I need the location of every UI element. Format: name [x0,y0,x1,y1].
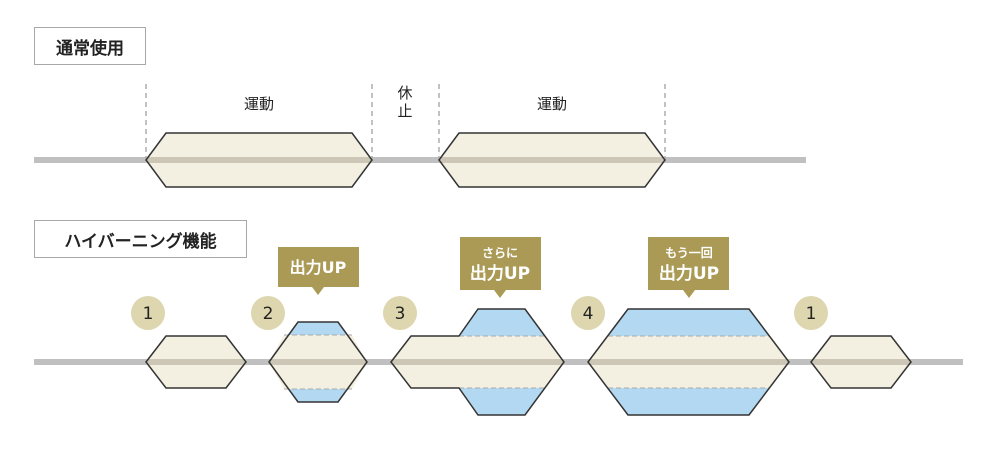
step-1-marker: 1 [131,296,165,330]
step-1-shape [145,335,247,389]
step-1-repeat-marker: 1 [794,296,828,330]
step-2-callout: 出力UP [278,247,359,295]
svg-text:もう一回: もう一回 [665,246,713,260]
phase-label-exercise-2: 運動 [537,95,567,113]
phase-label-rest-line1: 休 [397,84,412,102]
svg-text:4: 4 [583,304,594,324]
svg-text:出力UP: 出力UP [659,263,719,284]
step-2-marker: 2 [251,296,285,330]
normal-use-label: 通常使用 [34,27,146,65]
phase-label-exercise-1: 運動 [244,95,274,113]
svg-text:3: 3 [395,304,406,324]
exercise-shape [145,132,373,188]
step-4-marker: 4 [571,296,605,330]
step-1-repeat-shape [810,335,912,389]
step-3-shape [390,308,565,416]
exercise-shape [438,132,666,188]
step-4-shape [587,308,790,416]
svg-text:さらに: さらに [482,246,518,260]
step-2-shape [268,321,368,403]
step-3-marker: 3 [383,296,417,330]
svg-text:出力UP: 出力UP [470,263,530,284]
svg-text:1: 1 [143,304,154,324]
svg-text:1: 1 [806,304,817,324]
phase-label-rest-line2: 止 [397,102,412,120]
step-4-callout: もう一回 出力UP [648,237,729,298]
step-3-callout: さらに 出力UP [460,237,541,298]
svg-text:2: 2 [263,304,274,324]
svg-text:出力UP: 出力UP [290,258,347,277]
hyper-burning-label: ハイバーニング機能 [34,220,247,258]
